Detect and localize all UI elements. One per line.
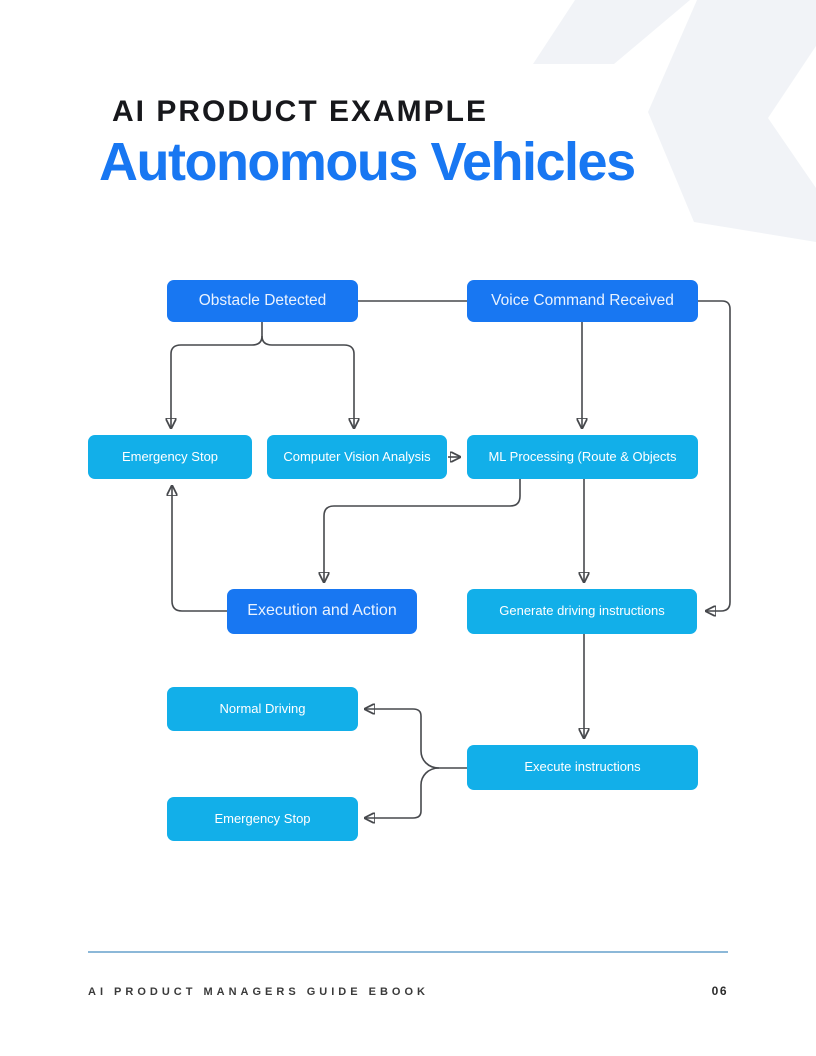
connector-ml-execution (324, 479, 521, 582)
flow-node-label: ML Processing (Route & Objects (488, 448, 677, 464)
connector-obstacle-cv (261, 335, 354, 428)
flow-node-label: Generate driving instructions (499, 603, 665, 619)
flow-node-label: Voice Command Received (491, 292, 674, 310)
footer-text: AI PRODUCT MANAGERS GUIDE EBOOK (88, 986, 429, 998)
connector-obstacle-emergency1 (171, 322, 263, 428)
flow-node-label: Normal Driving (219, 700, 306, 716)
connector-voice-generate (698, 300, 731, 611)
flow-node-label: Obstacle Detected (198, 292, 327, 310)
eyebrow-title: AI PRODUCT EXAMPLE (112, 95, 489, 128)
flow-node-label: Emergency Stop (121, 448, 219, 464)
flow-node-emergency-stop-1: Emergency Stop (88, 435, 252, 479)
page-title: Autonomous Vehicles (99, 132, 636, 192)
page-number: 06 (711, 984, 728, 998)
flow-node-label: Execution and Action (247, 602, 397, 620)
connector-execute-emergency2 (365, 767, 440, 818)
flow-node-label: Execute instructions (524, 759, 641, 775)
chevron-watermark-arrow (648, 0, 816, 242)
flow-node-computer-vision-analysis: Computer Vision Analysis (267, 435, 447, 479)
flow-node-label: Emergency Stop (214, 810, 311, 826)
flow-node-obstacle-detected: Obstacle Detected (167, 280, 358, 322)
flow-node-label: Computer Vision Analysis (283, 448, 431, 464)
flow-node-execute-instructions: Execute instructions (467, 745, 698, 790)
flow-node-execution-and-action: Execution and Action (227, 589, 417, 634)
flow-node-voice-command-received: Voice Command Received (467, 280, 698, 322)
flow-node-generate-driving-instructions: Generate driving instructions (467, 589, 697, 634)
flow-node-normal-driving: Normal Driving (167, 687, 358, 731)
connector-execute-normal (365, 709, 467, 769)
connector-execution-emergency1 (172, 486, 227, 612)
chevron-watermark-band (533, 0, 690, 64)
flow-node-emergency-stop-2: Emergency Stop (167, 797, 358, 841)
footer-divider (88, 951, 728, 953)
footer: AI PRODUCT MANAGERS GUIDE EBOOK 06 (88, 984, 728, 998)
flow-node-ml-processing: ML Processing (Route & Objects (467, 435, 698, 479)
